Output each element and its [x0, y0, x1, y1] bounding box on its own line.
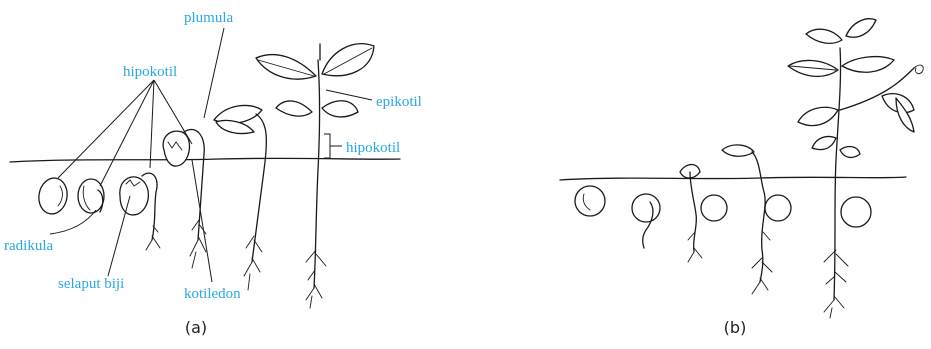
panel-a: plumula hipokotil epikotil hipokotil rad…	[4, 10, 422, 337]
seedling-stage-4	[163, 129, 206, 268]
label-radikula: radikula	[4, 238, 53, 254]
leader-plumula	[204, 28, 224, 118]
leader-hipokotil-1	[58, 80, 154, 178]
label-epikotil: epikotil	[376, 94, 422, 110]
label-plumula: plumula	[184, 10, 234, 26]
leader-hipokotil-2	[100, 80, 154, 186]
label-kotiledon: kotiledon	[184, 286, 241, 302]
seed-stage-2	[78, 179, 104, 213]
soil-line-b	[560, 177, 906, 180]
b-seed-stage-2	[632, 194, 660, 248]
b-plant-stage-5	[788, 19, 923, 318]
label-hipokotil-right: hipokotil	[346, 140, 400, 156]
panel-b: (b)	[560, 19, 923, 337]
seedling-stage-6	[256, 44, 374, 308]
leader-hipokotil-3	[150, 80, 154, 168]
leader-radikula	[50, 210, 96, 234]
b-seed-stage-1	[575, 186, 605, 216]
leader-selaput-biji	[108, 196, 130, 276]
caption-a: (a)	[185, 318, 207, 337]
soil-line-a	[10, 158, 400, 162]
bracket-hipokotil	[324, 134, 342, 158]
b-seedling-stage-4	[722, 145, 791, 294]
label-hipokotil-top: hipokotil	[123, 64, 177, 80]
seedling-stage-5	[214, 105, 266, 290]
seed-stage-1	[36, 176, 70, 216]
leader-epikotil	[326, 90, 372, 100]
caption-b: (b)	[724, 318, 747, 337]
label-selaput-biji: selaput biji	[58, 276, 124, 292]
